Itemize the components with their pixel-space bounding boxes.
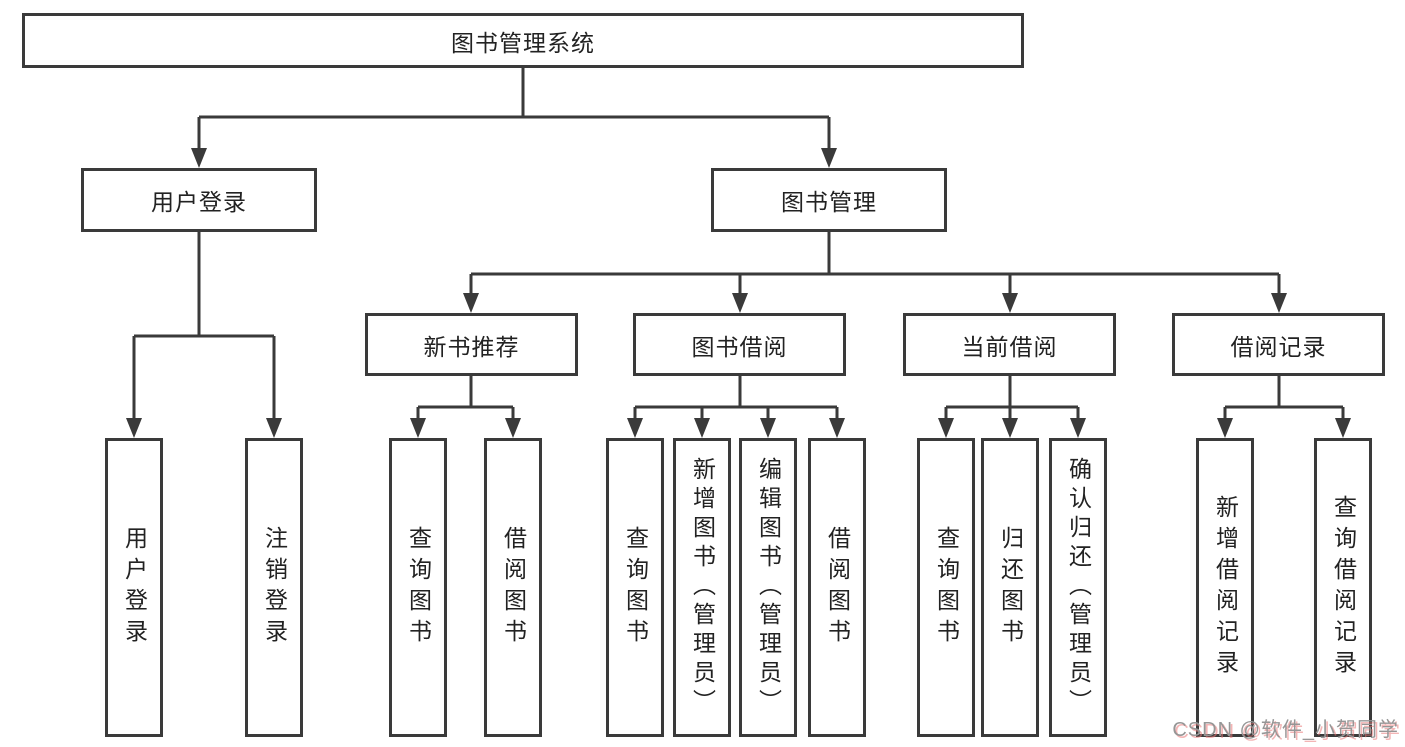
- leaf-label: 用户登录: [121, 525, 148, 650]
- leaf-return-books: 归还图书: [981, 438, 1039, 737]
- leaf-add-book-admin: 新增图书（管理员）: [673, 438, 731, 737]
- leaf-label: 查询图书: [933, 525, 960, 650]
- node-label: 用户登录: [151, 189, 247, 215]
- leaf-label: 查询图书: [622, 525, 649, 650]
- leaf-borrow-books-borrowing: 借阅图书: [808, 438, 866, 737]
- leaf-label: 编辑图书（管理员）: [755, 457, 782, 718]
- leaf-label: 确认归还（管理员）: [1065, 457, 1092, 718]
- leaf-confirm-return-admin: 确认归还（管理员）: [1049, 438, 1107, 737]
- csdn-watermark: CSDN @软件_小贺同学: [1172, 719, 1399, 741]
- node-user-login: 用户登录: [81, 168, 317, 232]
- leaf-label: 新增借阅记录: [1212, 494, 1239, 681]
- node-borrowing-records: 借阅记录: [1172, 313, 1385, 376]
- arrowhead-icons: [126, 148, 1351, 438]
- node-label: 图书借阅: [691, 333, 788, 360]
- leaf-add-borrow-record: 新增借阅记录: [1196, 438, 1254, 737]
- node-library-management-system: 图书管理系统: [22, 13, 1024, 68]
- leaf-label: 注销登录: [261, 525, 288, 650]
- leaf-logout: 注销登录: [245, 438, 303, 737]
- leaf-query-books-borrowing: 查询图书: [606, 438, 664, 737]
- leaf-label: 归还图书: [997, 525, 1024, 650]
- leaf-user-login: 用户登录: [105, 438, 163, 737]
- leaf-query-books-current: 查询图书: [917, 438, 975, 737]
- leaf-label: 查询借阅记录: [1330, 494, 1357, 681]
- node-label: 图书管理: [781, 189, 877, 215]
- node-book-borrowing: 图书借阅: [633, 313, 846, 376]
- connectors: [132, 68, 1345, 422]
- node-book-management: 图书管理: [711, 168, 947, 232]
- node-label: 当前借阅: [961, 333, 1058, 360]
- leaf-query-borrow-record: 查询借阅记录: [1314, 438, 1372, 737]
- node-label: 借阅记录: [1230, 333, 1327, 360]
- node-label: 图书管理系统: [451, 29, 595, 56]
- leaf-query-books-recommend: 查询图书: [389, 438, 447, 737]
- leaf-edit-book-admin: 编辑图书（管理员）: [739, 438, 797, 737]
- node-new-book-recommendation: 新书推荐: [365, 313, 578, 376]
- leaf-label: 借阅图书: [824, 525, 851, 650]
- node-current-borrowing: 当前借阅: [903, 313, 1116, 376]
- node-label: 新书推荐: [423, 333, 520, 360]
- leaf-borrow-books-recommend: 借阅图书: [484, 438, 542, 737]
- leaf-label: 新增图书（管理员）: [689, 457, 716, 718]
- leaf-label: 借阅图书: [500, 525, 527, 650]
- leaf-label: 查询图书: [405, 525, 432, 650]
